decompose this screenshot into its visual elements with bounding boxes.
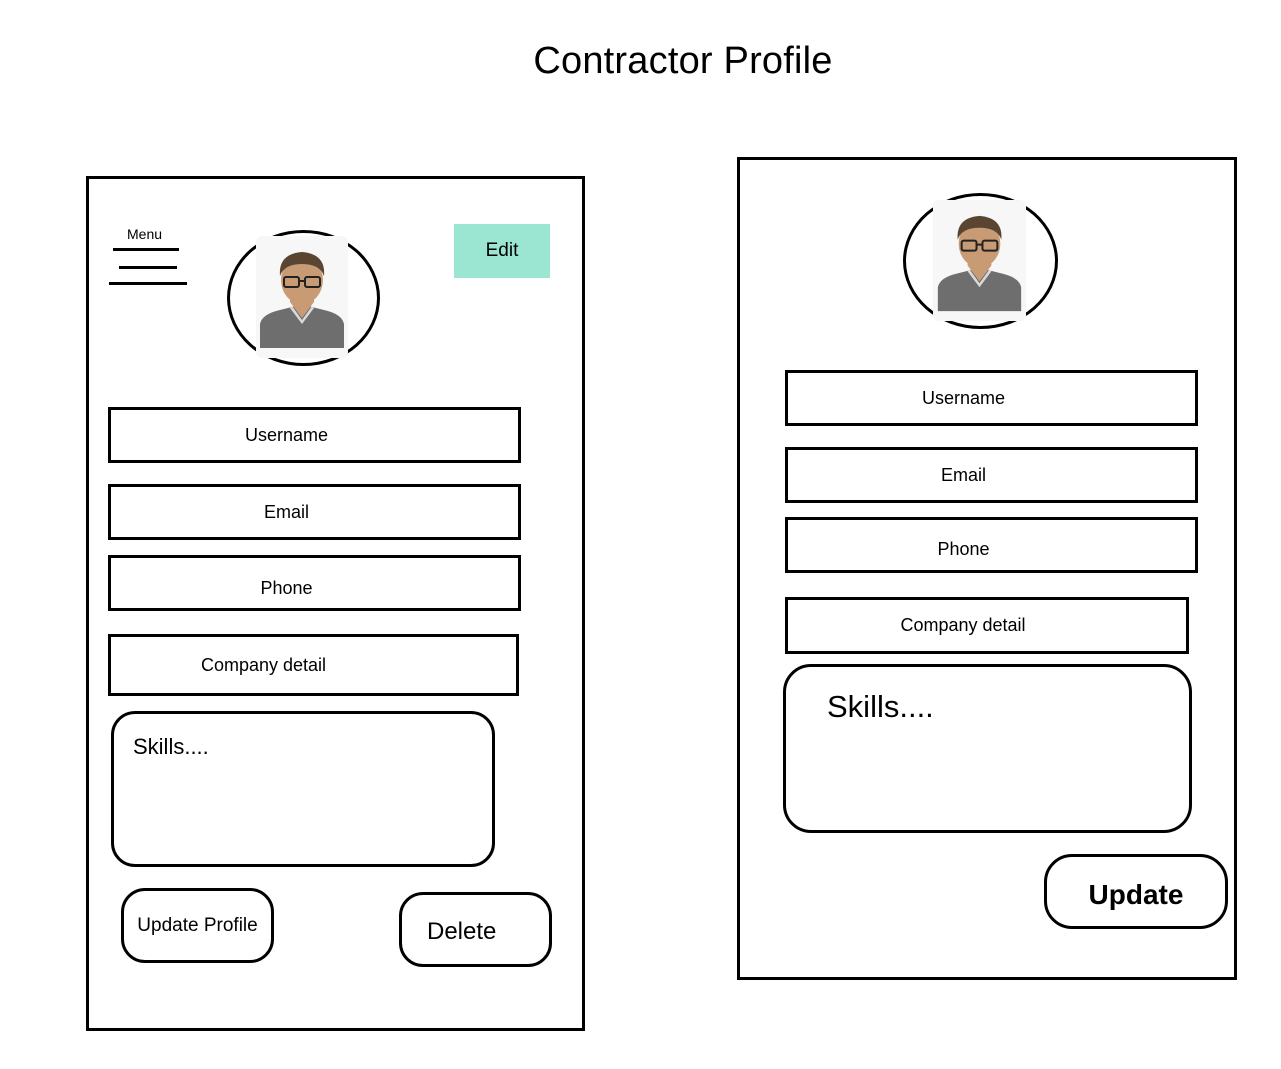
delete-button[interactable]: Delete xyxy=(399,892,552,967)
hamburger-menu-icon[interactable] xyxy=(109,248,189,286)
email-field[interactable]: Email xyxy=(785,447,1198,503)
skills-textarea[interactable]: Skills.... xyxy=(111,711,495,867)
company-detail-field[interactable]: Company detail xyxy=(785,597,1189,654)
skills-placeholder: Skills.... xyxy=(827,689,934,724)
update-profile-button[interactable]: Update Profile xyxy=(121,888,274,963)
page-title: Contractor Profile xyxy=(533,40,833,82)
skills-placeholder: Skills.... xyxy=(133,734,209,759)
skills-textarea[interactable]: Skills.... xyxy=(783,664,1192,833)
phone-field[interactable]: Phone xyxy=(785,517,1198,573)
edit-button[interactable]: Edit xyxy=(454,224,550,278)
email-field[interactable]: Email xyxy=(108,484,521,540)
username-field[interactable]: Username xyxy=(785,370,1198,426)
update-button[interactable]: Update xyxy=(1044,854,1228,929)
phone-field[interactable]: Phone xyxy=(108,555,521,611)
user-avatar-icon xyxy=(256,236,348,358)
username-field[interactable]: Username xyxy=(108,407,521,463)
company-detail-field[interactable]: Company detail xyxy=(108,634,519,696)
user-avatar-icon xyxy=(933,200,1026,321)
menu-label: Menu xyxy=(127,226,163,242)
